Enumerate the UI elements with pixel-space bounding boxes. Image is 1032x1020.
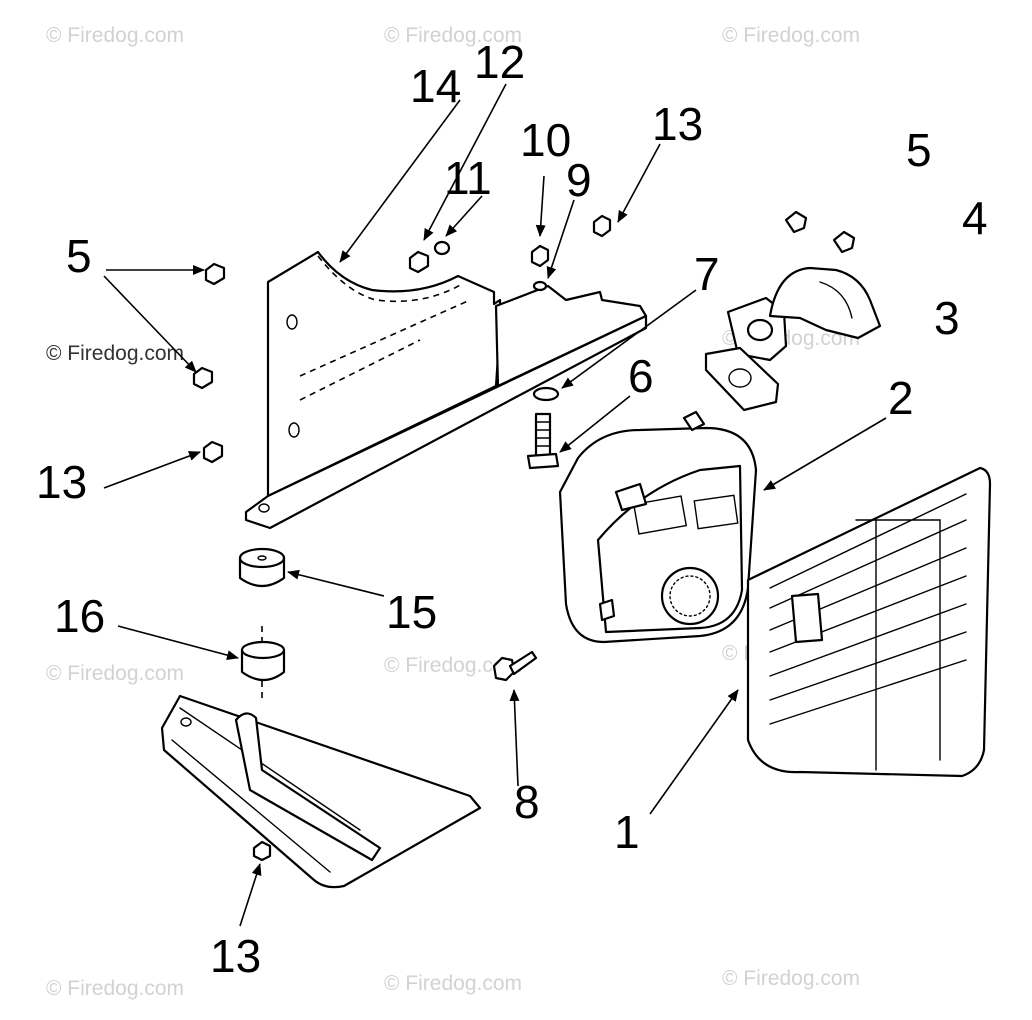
leader-lines — [103, 83, 887, 927]
hardware — [192, 210, 856, 862]
watermark: © Firedog.com — [722, 967, 860, 990]
base-frame — [160, 694, 482, 889]
mounting-bracket — [244, 250, 648, 530]
watermark: © Firedog.com — [46, 342, 184, 365]
callout-12: 12 — [474, 36, 525, 88]
callout-3: 3 — [934, 292, 960, 344]
watermark: © Firedog.com — [46, 977, 184, 1000]
exhaust-pipe — [726, 266, 882, 362]
callout-labels: 14 12 11 10 9 13 5 4 3 5 7 6 2 13 15 16 … — [36, 36, 988, 982]
watermark: © Firedog.com — [384, 972, 522, 995]
callout-4: 4 — [962, 192, 988, 244]
callout-8: 8 — [514, 776, 540, 828]
callout-11: 11 — [444, 152, 492, 204]
watermark: © Firedog.com — [46, 24, 184, 47]
callout-13-top: 13 — [652, 98, 703, 150]
callout-13-bottom: 13 — [210, 930, 261, 982]
watermark: © Firedog.com — [384, 654, 522, 677]
rubber-mount-upper — [238, 547, 286, 588]
heat-shield — [746, 466, 992, 778]
callout-15: 15 — [386, 586, 437, 638]
watermark: © Firedog.com — [46, 662, 184, 685]
callout-5-right: 5 — [906, 124, 932, 176]
callout-5-left: 5 — [66, 230, 92, 282]
callout-14: 14 — [410, 60, 461, 112]
watermark: © Firedog.com — [384, 24, 522, 47]
callout-16: 16 — [54, 590, 105, 642]
callout-9: 9 — [566, 154, 592, 206]
callout-10: 10 — [520, 114, 571, 166]
callout-6: 6 — [628, 350, 654, 402]
watermark: © Firedog.com — [722, 24, 860, 47]
callout-2: 2 — [888, 372, 914, 424]
callout-1: 1 — [614, 806, 640, 858]
exhaust-gasket — [704, 346, 780, 412]
rubber-mount-lower — [240, 626, 286, 700]
callout-7: 7 — [694, 248, 720, 300]
muffler — [558, 410, 758, 644]
callout-13-left: 13 — [36, 456, 87, 508]
